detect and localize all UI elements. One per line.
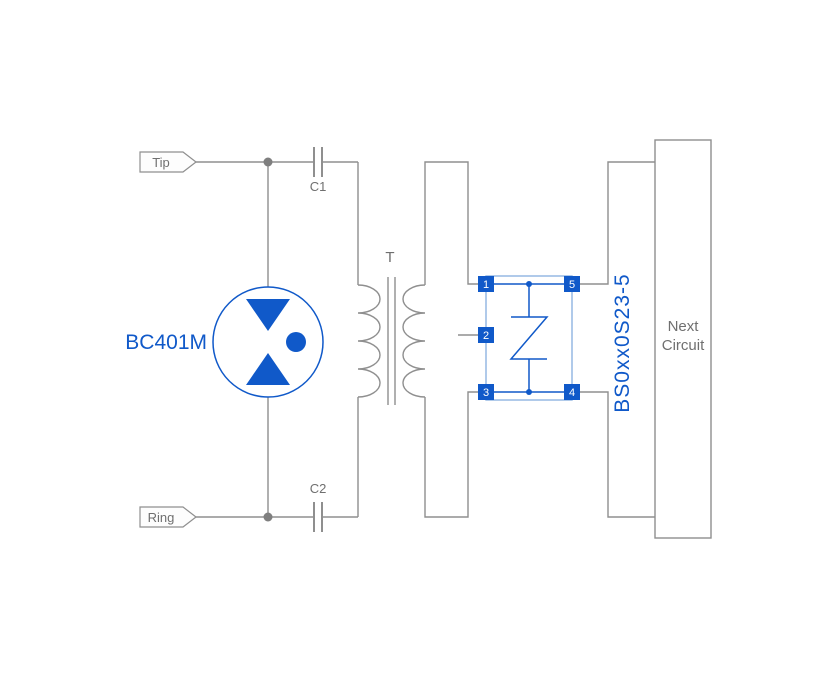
suppressor-element-symbol <box>509 316 549 360</box>
protector-label: BC401M <box>125 331 207 354</box>
top-junction-dot <box>263 157 273 167</box>
ring-tag-shape <box>139 506 197 528</box>
pin-3: 3 <box>478 384 494 400</box>
bottom-junction-dot <box>263 512 273 522</box>
capacitor-c1: C1 <box>310 147 327 194</box>
pin-5: 5 <box>564 276 580 292</box>
next-circuit-label-line1: Next <box>668 318 700 335</box>
protection-device: 1 2 3 5 4 BS0xx0S23-5 <box>478 273 634 413</box>
transformer-label: T <box>385 249 394 266</box>
protector-top-triangle <box>246 299 290 331</box>
pin-1-number: 1 <box>483 279 489 291</box>
primary-winding <box>357 284 381 398</box>
pin-4-number: 4 <box>569 387 575 399</box>
pin-4-square <box>564 384 580 400</box>
tip-label: Tip <box>152 155 170 170</box>
device-top-node-dot <box>526 281 532 287</box>
pin-3-number: 3 <box>483 387 489 399</box>
protector-bottom-triangle <box>246 353 290 385</box>
capacitor-c2: C2 <box>310 481 327 532</box>
pin-2-square <box>478 327 494 343</box>
pin-1: 1 <box>478 276 494 292</box>
c2-label: C2 <box>310 481 327 496</box>
transformer: T <box>357 249 426 405</box>
c1-label: C1 <box>310 179 327 194</box>
protector-circle <box>212 286 324 398</box>
next-circuit-box <box>654 139 712 539</box>
secondary-top-wire <box>424 161 478 285</box>
pin4-output-wire <box>580 391 655 518</box>
ring-terminal: Ring <box>139 506 197 528</box>
pin5-output-wire <box>580 161 655 285</box>
pin-4: 4 <box>564 384 580 400</box>
pin-2: 2 <box>478 327 494 343</box>
tip-terminal: Tip <box>139 151 197 173</box>
protector-dot <box>286 332 306 352</box>
next-circuit-block: Next Circuit <box>654 139 712 539</box>
device-bottom-node-dot <box>526 389 532 395</box>
next-circuit-label-line2: Circuit <box>662 337 705 354</box>
pin-5-square <box>564 276 580 292</box>
protector-bc401m: BC401M <box>125 286 324 398</box>
secondary-winding <box>402 284 426 398</box>
ring-label: Ring <box>148 510 175 525</box>
device-part-number-label: BS0xx0S23-5 <box>611 273 634 412</box>
pin-3-square <box>478 384 494 400</box>
pin-1-square <box>478 276 494 292</box>
pin-2-number: 2 <box>483 330 489 342</box>
junction-dots <box>263 157 273 522</box>
pin-5-number: 5 <box>569 279 575 291</box>
secondary-bottom-wire <box>424 391 478 518</box>
tip-tag-shape <box>139 151 197 173</box>
